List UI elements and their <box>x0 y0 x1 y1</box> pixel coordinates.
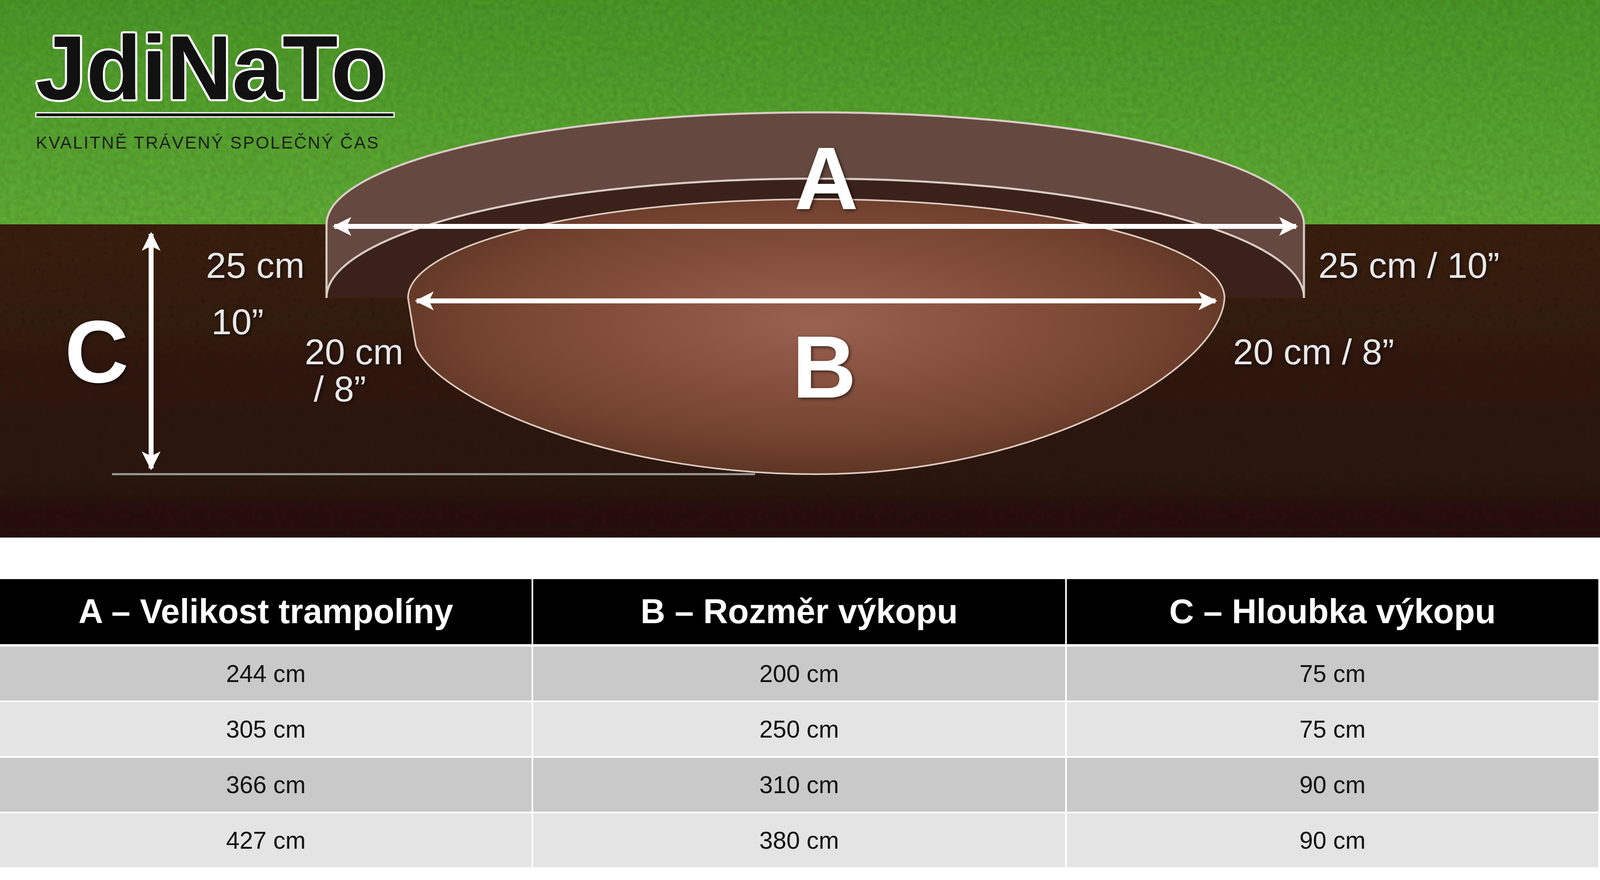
excavation-bowl <box>408 199 1225 475</box>
dimension-value: / 8” <box>313 370 367 409</box>
table-header: A – Velikost trampolíny <box>0 579 532 645</box>
table-cell: 90 cm <box>1066 758 1599 812</box>
dimension-value: 10” <box>211 303 264 341</box>
logo-tagline: KVALITNĚ TRÁVENÝ SPOLEČNÝ ČAS <box>35 133 380 152</box>
table-cell: 427 cm <box>0 813 532 868</box>
table-cell: 90 cm <box>1066 813 1599 868</box>
dimension-letter: A <box>794 132 859 226</box>
dimension-arrow-b <box>416 298 1216 304</box>
table-cell: 366 cm <box>0 758 532 812</box>
dimension-value: 25 cm <box>205 246 305 285</box>
table-cell: 75 cm <box>1066 646 1599 701</box>
dimension-letter: B <box>792 320 856 414</box>
table-cell: 200 cm <box>533 646 1065 701</box>
table-header: B – Rozměr výkopu <box>533 579 1065 645</box>
table-cell: 244 cm <box>0 646 532 701</box>
table-cell: 310 cm <box>533 758 1065 812</box>
logo-text: JdiNaTo <box>35 20 387 116</box>
depth-baseline <box>111 473 756 476</box>
table-cell: 250 cm <box>533 702 1065 757</box>
dimension-value: 20 cm / 8” <box>1233 333 1395 371</box>
table-header: C – Hloubka výkopu <box>1066 579 1599 645</box>
dimension-value: 20 cm <box>304 333 404 371</box>
table-cell: 305 cm <box>0 702 532 757</box>
table-cell: 75 cm <box>1066 702 1599 757</box>
table-cell: 380 cm <box>533 813 1065 868</box>
dimension-arrow-c <box>148 233 154 469</box>
dimension-letter: C <box>64 305 129 399</box>
dimension-value: 25 cm / 10” <box>1318 246 1500 285</box>
